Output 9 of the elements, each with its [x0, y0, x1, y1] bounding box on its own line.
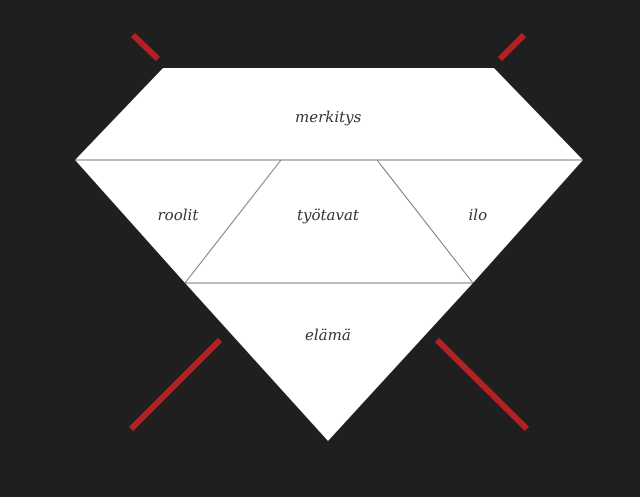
facet-label: ilo [468, 206, 488, 224]
right-facet [377, 160, 583, 283]
left-facet [75, 160, 281, 283]
facet-label: työtavat [297, 206, 359, 224]
facet-label: roolit [158, 206, 198, 224]
facet-label: elämä [305, 326, 351, 344]
facet-label: merkitys [295, 108, 362, 126]
crown-facet [75, 68, 583, 160]
pavilion-facet [185, 283, 473, 441]
